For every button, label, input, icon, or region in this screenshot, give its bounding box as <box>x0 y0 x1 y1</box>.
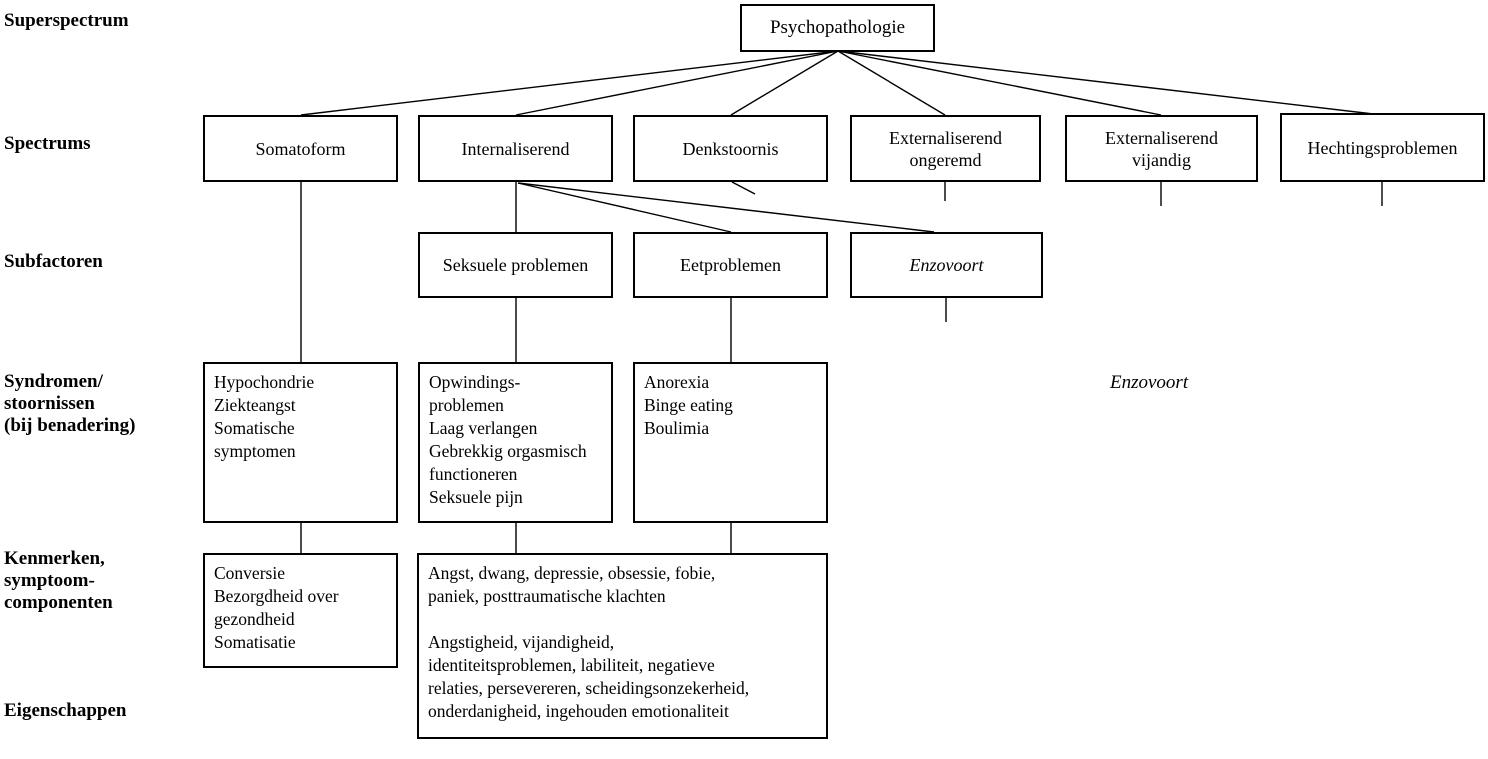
row-label-syndromen: Syndromen/ stoornissen (bij benadering) <box>4 371 136 436</box>
row-label-kenmerken: Kenmerken, symptoom- componenten <box>4 548 113 613</box>
row-label-superspectrum: Superspectrum <box>4 10 129 31</box>
node-somatoform-kenmerken: Conversie Bezorgdheid over gezondheid So… <box>203 553 398 668</box>
edge-internaliserend-enzovoort <box>517 182 935 233</box>
edge-root-somatoform <box>300 50 839 116</box>
node-externaliserend-ongeremd: Externaliserend ongeremd <box>850 115 1041 182</box>
node-internaliserend-kenmerken: Angst, dwang, depressie, obsessie, fobie… <box>417 553 828 739</box>
edge-root-ext-vijandig <box>837 50 1162 116</box>
node-seksuele-syndromen: Opwindings- problemen Laag verlangen Geb… <box>418 362 613 523</box>
row-label-spectrums: Spectrums <box>4 133 91 154</box>
node-internaliserend: Internaliserend <box>418 115 613 182</box>
node-enzovoort-subfactor: Enzovoort <box>850 232 1043 298</box>
node-hechtingsproblemen: Hechtingsproblemen <box>1280 113 1485 182</box>
node-psychopathologie: Psychopathologie <box>740 4 935 52</box>
node-denkstoornis: Denkstoornis <box>633 115 828 182</box>
enzovoort-syndromen-text: Enzovoort <box>1110 372 1189 393</box>
stub-denkstoornis <box>731 181 756 195</box>
node-externaliserend-vijandig: Externaliserend vijandig <box>1065 115 1258 182</box>
edge-root-ext-ongeremd <box>837 50 946 116</box>
node-somatoform: Somatoform <box>203 115 398 182</box>
row-label-subfactoren: Subfactoren <box>4 251 103 272</box>
row-label-eigenschappen: Eigenschappen <box>4 700 127 721</box>
node-seksuele-problemen: Seksuele problemen <box>418 232 613 298</box>
edge-root-hechting <box>837 50 1383 116</box>
edge-root-internaliserend <box>515 50 839 116</box>
node-somatoform-syndromen: Hypochondrie Ziekteangst Somatische symp… <box>203 362 398 523</box>
node-eetproblemen: Eetproblemen <box>633 232 828 298</box>
edge-internaliserend-eet <box>517 182 732 233</box>
edge-root-denkstoornis <box>730 50 839 116</box>
node-eet-syndromen: Anorexia Binge eating Boulimia <box>633 362 828 523</box>
